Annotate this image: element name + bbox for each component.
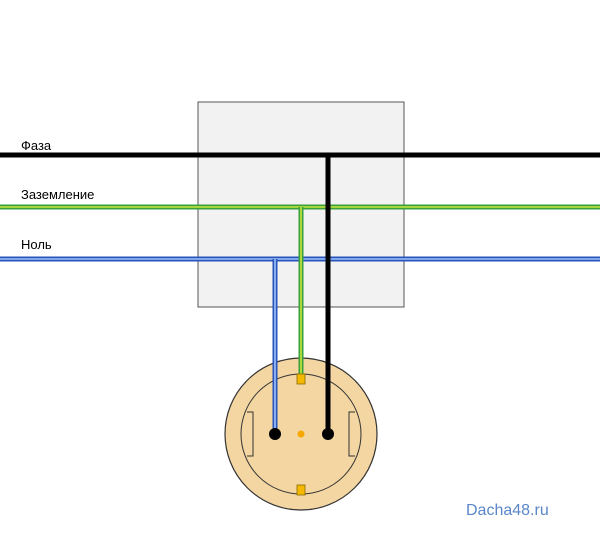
socket-recess [247, 411, 254, 457]
neutral-pin-hole [269, 428, 281, 440]
phase-pin-hole [322, 428, 334, 440]
ground-contact-bottom [296, 484, 306, 496]
phase-label: Фаза [21, 138, 52, 153]
ground-label: Заземление [21, 187, 94, 202]
center-marker [297, 430, 305, 438]
neutral-label: Ноль [21, 237, 52, 252]
watermark: Dacha48.ru [466, 502, 549, 519]
ground-contact-top [296, 373, 306, 385]
